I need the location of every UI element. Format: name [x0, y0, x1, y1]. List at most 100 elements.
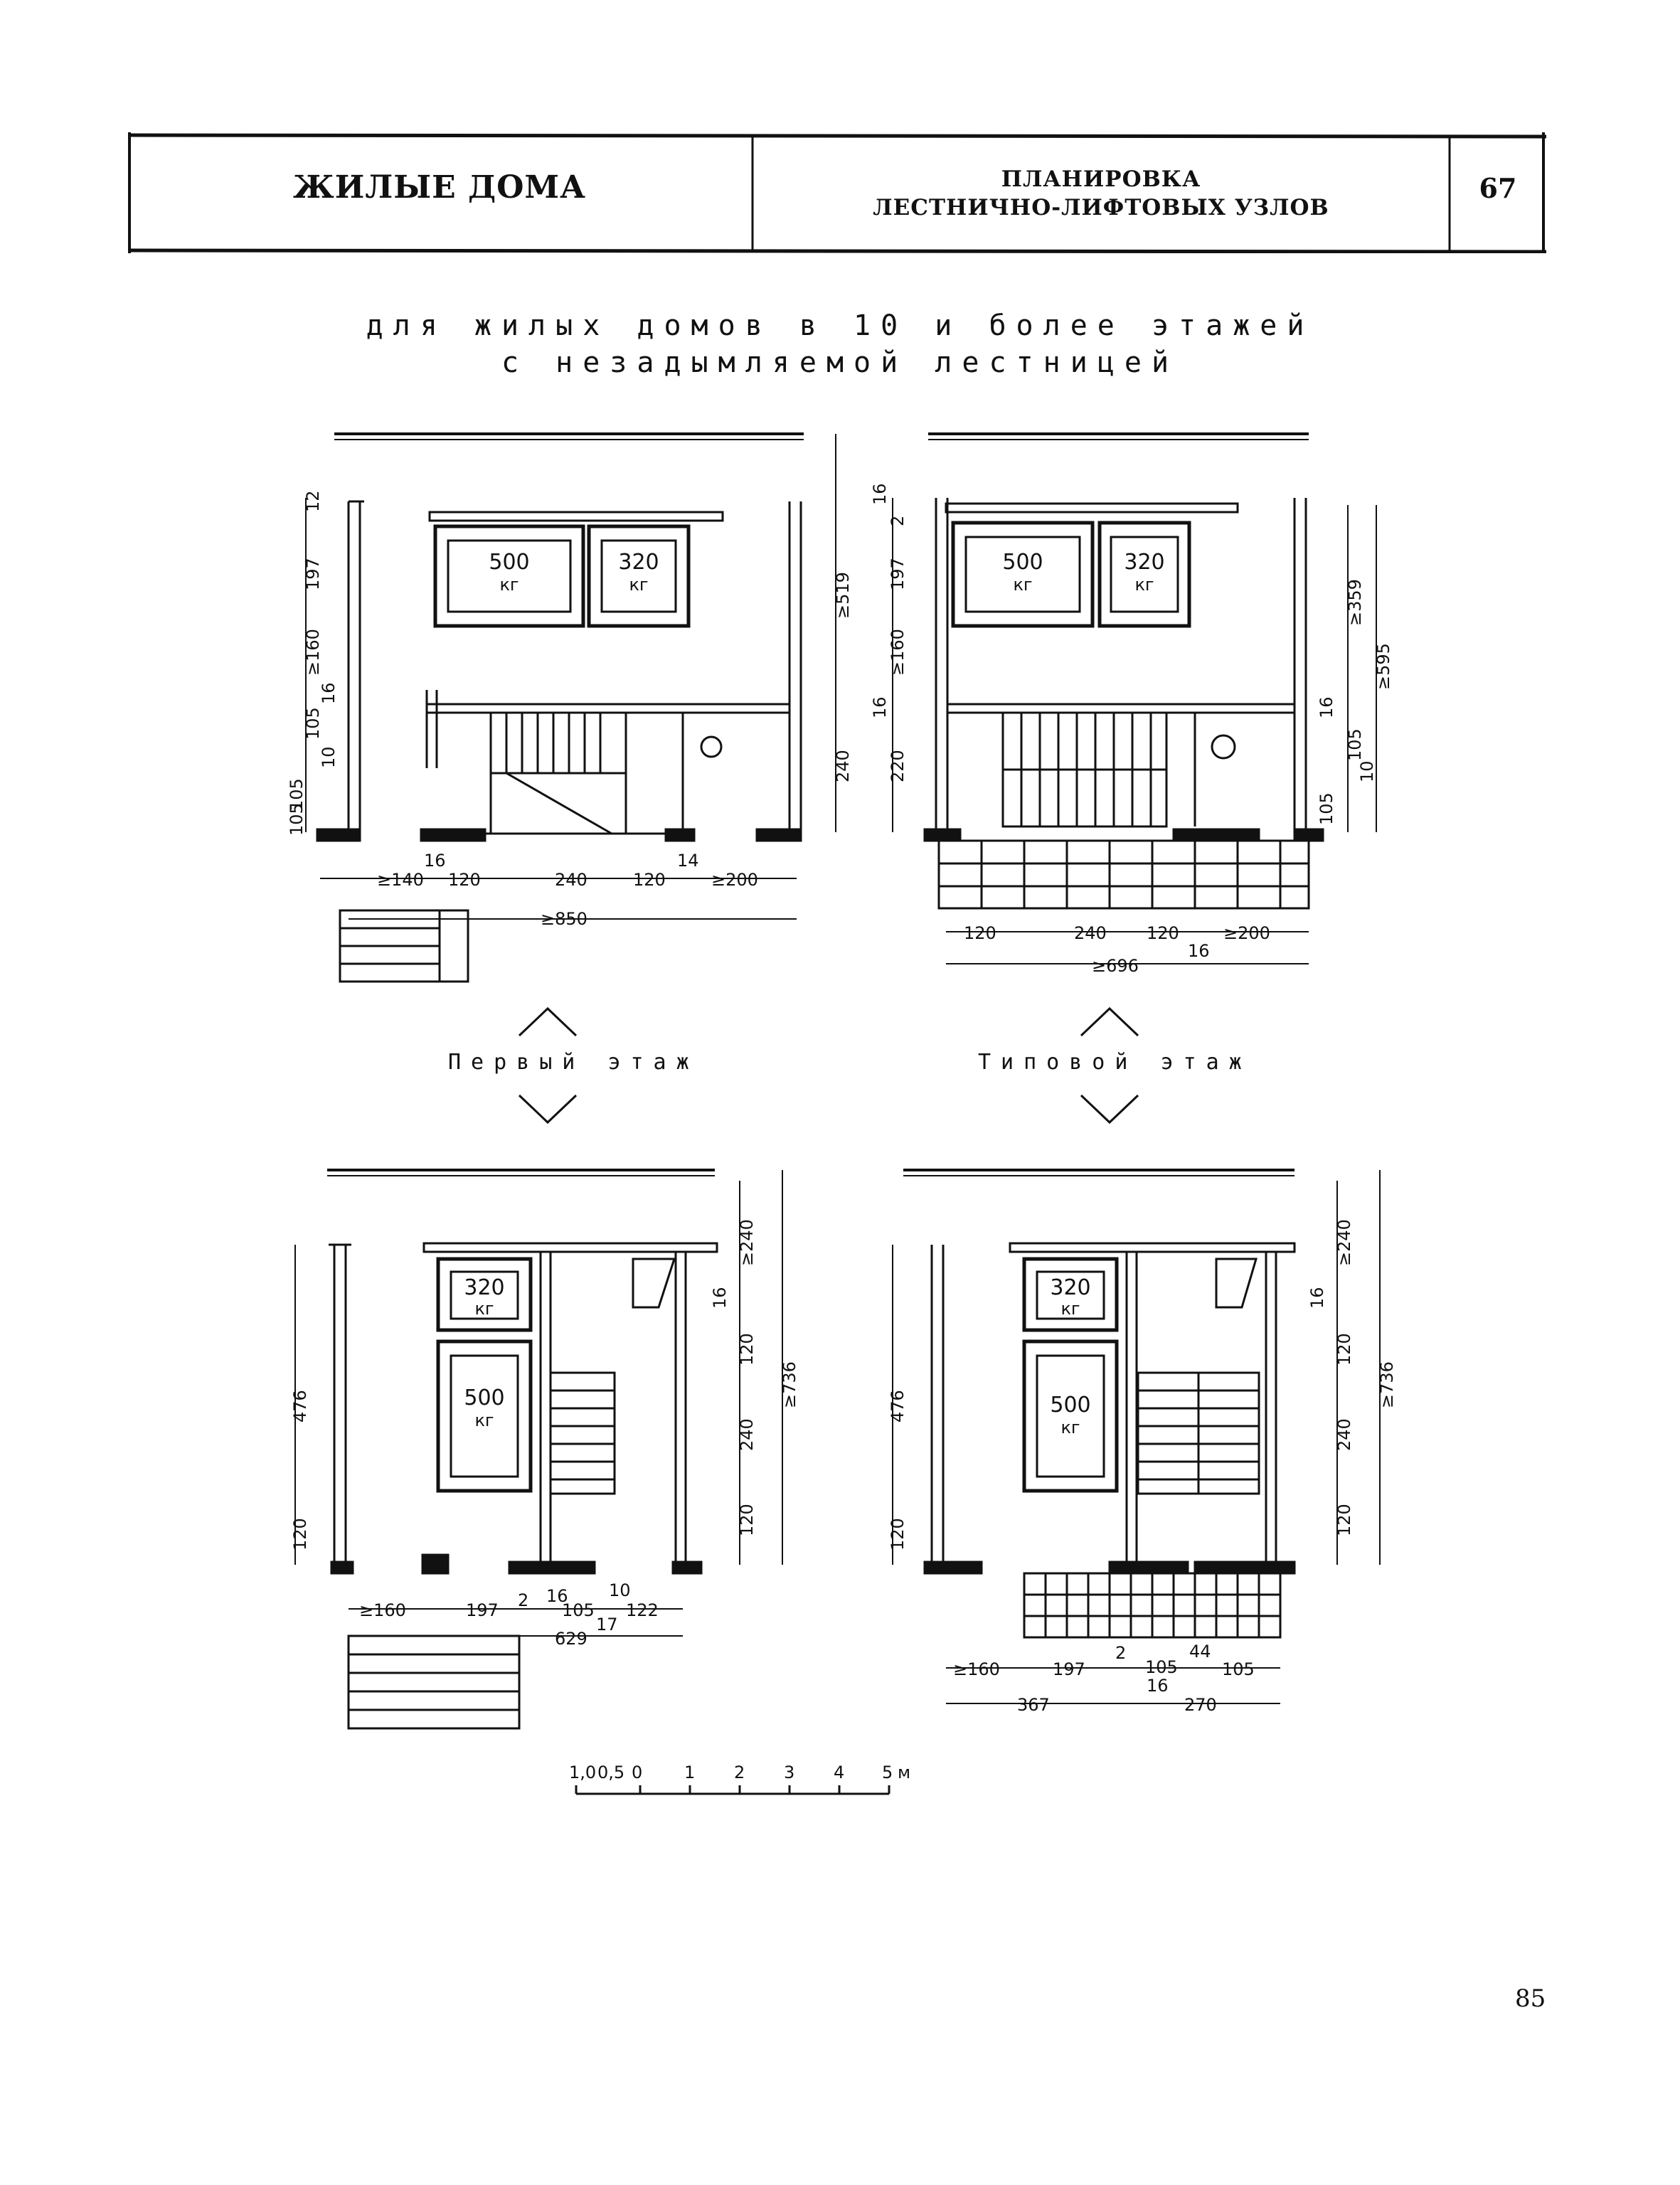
- dim-d-total-2: 270: [1184, 1695, 1217, 1715]
- dim-a-left-4: 16: [319, 682, 339, 704]
- dim-d-left-2: 120: [888, 1518, 908, 1551]
- dim-b-small: 16: [1188, 941, 1210, 961]
- header-frame: [127, 132, 1546, 253]
- dim-c-right-5: 120: [737, 1504, 757, 1536]
- dim-b-left-6: 220: [888, 750, 908, 782]
- dim-c-right-1: ≥240: [737, 1219, 757, 1266]
- dim-c-total: 629: [555, 1629, 588, 1649]
- lift-a-big-load: 500: [489, 550, 529, 575]
- dim-a-small-1: 16: [424, 851, 446, 871]
- dim-c-bottom-3: 2: [518, 1590, 528, 1610]
- dim-c-left-1: 476: [290, 1390, 310, 1423]
- dim-c-right-3: 120: [737, 1333, 757, 1366]
- dim-a-bottom-1: ≥140: [377, 870, 424, 890]
- dim-b-left-4: ≥160: [888, 629, 908, 676]
- lift-c-big-unit: кг: [474, 1410, 494, 1430]
- plan-first-floor-top: [305, 432, 836, 983]
- scale-tick-2: 0,5: [597, 1763, 624, 1782]
- lift-a-big-unit: кг: [499, 575, 519, 595]
- dim-d-right-3: 120: [1334, 1333, 1354, 1366]
- dim-b-right-4: 105: [1345, 728, 1365, 761]
- scale-tick-4: 1: [684, 1763, 695, 1782]
- dim-b-bottom-1: 120: [964, 923, 996, 943]
- lift-d-small-unit: кг: [1060, 1299, 1080, 1319]
- dim-a-bottom-4: 120: [633, 870, 666, 890]
- dim-b-left-1: 16: [870, 483, 890, 505]
- dim-a-left-5: 105: [303, 707, 323, 740]
- dim-a-left-1: 12: [303, 490, 323, 512]
- lift-d-big-unit: кг: [1060, 1418, 1080, 1437]
- dim-c-bottom-2: 197: [466, 1600, 499, 1620]
- dim-d-left-1: 476: [888, 1390, 908, 1423]
- dim-a-right-1: ≥519: [833, 572, 853, 619]
- header-table: ЖИЛЫЕ ДОМА ПЛАНИРОВКА ЛЕСТНИЧНО-ЛИФТОВЫХ…: [127, 132, 1546, 253]
- scale-tick-3: 0: [632, 1763, 642, 1782]
- dim-b-right-5: 105: [1317, 792, 1336, 825]
- arrow-down-right-icon: [1080, 1094, 1139, 1125]
- lift-b-big-load: 500: [1002, 550, 1043, 575]
- section-title: ЖИЛЫЕ ДОМА: [293, 169, 586, 206]
- arrow-up-right-icon: [1080, 1006, 1139, 1037]
- lift-a-small-load: 320: [618, 550, 659, 575]
- flow-arrows: [518, 1006, 1139, 1125]
- dim-d-small: 16: [1147, 1676, 1169, 1696]
- page-title-line-2: ЛЕСТНИЧНО-ЛИФТОВЫХ УЗЛОВ: [873, 195, 1329, 220]
- dim-a-left-3: ≥160: [303, 629, 323, 676]
- dim-d-bottom-5: 44: [1189, 1642, 1211, 1662]
- dim-b-right-3: 16: [1317, 696, 1336, 718]
- table-number: 67: [1479, 172, 1517, 204]
- dim-b-right-6: 10: [1357, 760, 1377, 782]
- page-title-line-1: ПЛАНИРОВКА: [1001, 166, 1201, 192]
- page-number: 85: [1515, 1984, 1546, 2013]
- scale-tick-6: 3: [784, 1763, 794, 1782]
- dim-a-total: ≥850: [541, 909, 588, 929]
- dim-a-bottom-3: 240: [555, 870, 588, 890]
- dim-d-bottom-6: 105: [1222, 1659, 1255, 1679]
- dim-c-bottom-6: 122: [626, 1600, 659, 1620]
- lift-d-big-load: 500: [1050, 1393, 1090, 1418]
- dim-b-right-2: ≥595: [1373, 643, 1393, 690]
- scale-tick-8: 5: [882, 1763, 893, 1782]
- subtitle-line-1: для жилых домов в 10 и более этажей: [366, 309, 1314, 342]
- dim-d-right-2: 16: [1307, 1287, 1327, 1309]
- plan-first-floor-bottom: [294, 1169, 783, 1730]
- dim-d-right-5: 120: [1334, 1504, 1354, 1536]
- lift-d-small-load: 320: [1050, 1275, 1090, 1300]
- dim-c-bottom-5: 105: [562, 1600, 595, 1620]
- dim-c-bottom-1: ≥160: [359, 1600, 406, 1620]
- scale-unit: м: [898, 1763, 910, 1782]
- dim-b-left-2: 2: [888, 516, 908, 526]
- dim-b-bottom-4: ≥200: [1223, 923, 1270, 943]
- scale-tick-5: 2: [734, 1763, 745, 1782]
- dim-d-bottom-3: 2: [1115, 1643, 1126, 1663]
- dim-a-bottom-2: 120: [448, 870, 481, 890]
- dim-d-bottom-4: 105: [1145, 1657, 1178, 1677]
- lift-c-big-load: 500: [464, 1386, 504, 1410]
- lift-c-small-unit: кг: [474, 1299, 494, 1319]
- dim-a-left-8: 105: [287, 803, 307, 836]
- dim-d-right-1: ≥240: [1334, 1219, 1354, 1266]
- arrow-up-left-icon: [518, 1006, 578, 1037]
- dim-d-right-6: ≥736: [1377, 1361, 1397, 1408]
- dim-c-left-2: 120: [290, 1518, 310, 1551]
- page-title: ПЛАНИРОВКА ЛЕСТНИЧНО-ЛИФТОВЫХ УЗЛОВ: [753, 165, 1450, 222]
- dim-c-bottom-4: 16: [546, 1586, 568, 1606]
- dim-c-small-1: 10: [609, 1580, 631, 1600]
- plan-typical-floor-bottom: [892, 1169, 1381, 1704]
- dim-c-right-4: 240: [737, 1418, 757, 1451]
- scale-bar: [575, 1785, 890, 1795]
- dim-b-right-1: ≥359: [1345, 579, 1365, 626]
- dim-b-left-3: 197: [888, 558, 908, 590]
- arrow-down-left-icon: [518, 1094, 578, 1125]
- dim-d-right-4: 240: [1334, 1418, 1354, 1451]
- lift-b-big-unit: кг: [1013, 575, 1032, 595]
- dim-a-bottom-5: ≥200: [711, 870, 758, 890]
- subtitle: для жилых домов в 10 и более этажей с не…: [0, 307, 1680, 381]
- lift-b-small-unit: кг: [1134, 575, 1154, 595]
- subtitle-line-2: с незадымляемой лестницей: [501, 346, 1179, 379]
- dim-d-total-1: 367: [1017, 1695, 1050, 1715]
- dim-a-small-2: 14: [677, 851, 699, 871]
- dim-b-bottom-3: 120: [1147, 923, 1179, 943]
- dim-a-left-2: 197: [303, 558, 323, 590]
